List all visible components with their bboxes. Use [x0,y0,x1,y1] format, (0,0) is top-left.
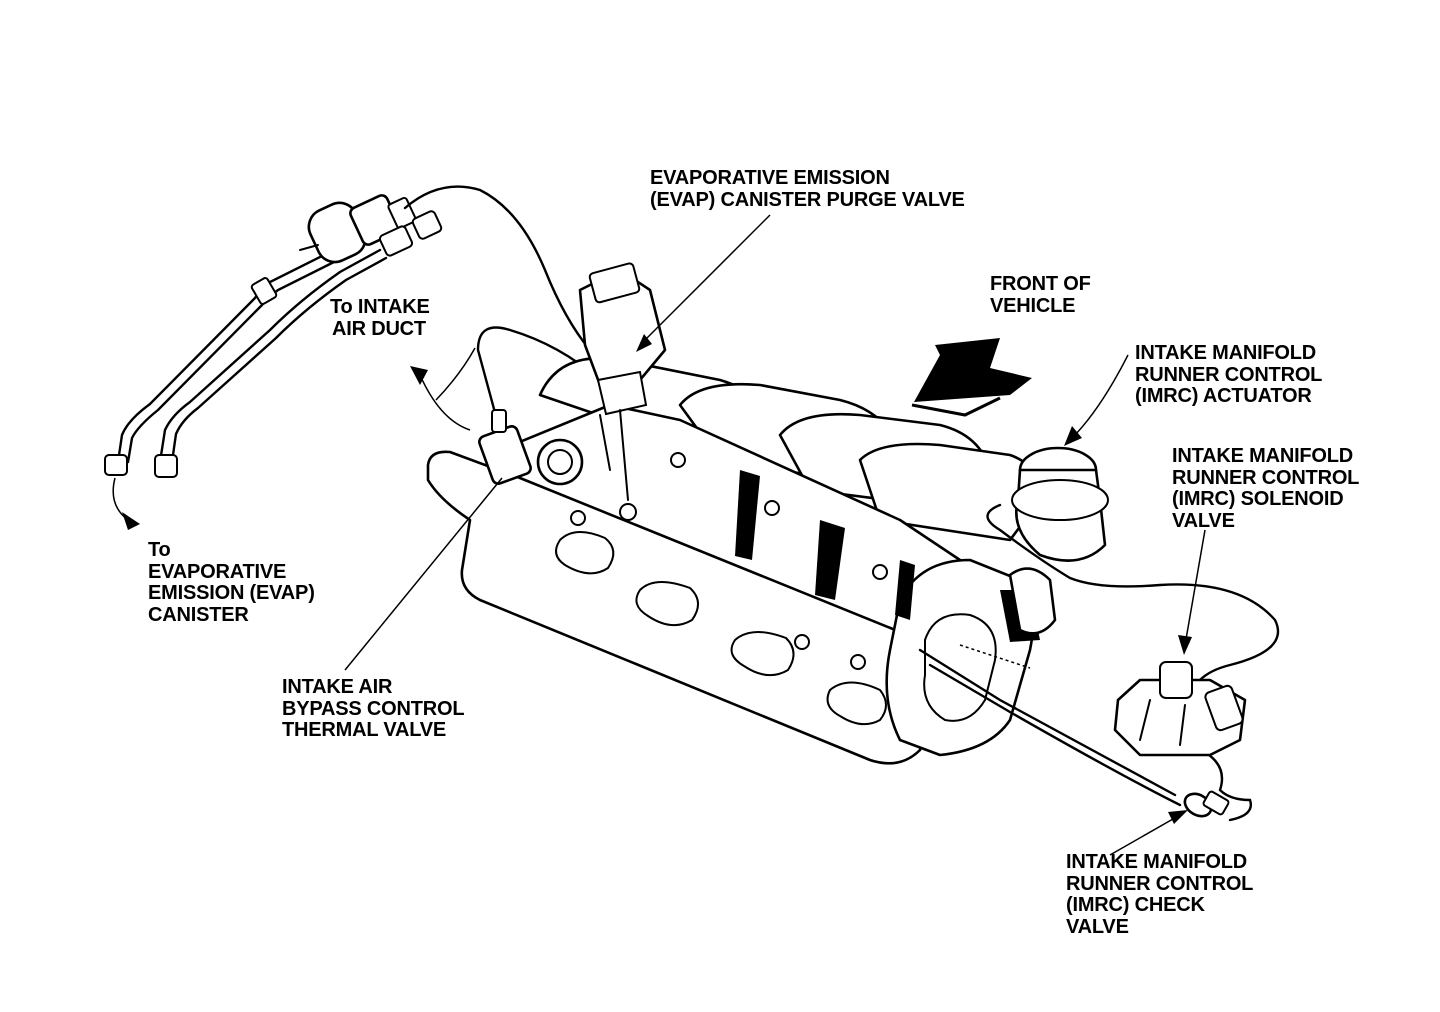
label-to-intake-air-duct: To INTAKE AIR DUCT [330,296,430,340]
imrc-actuator-part [1008,446,1109,635]
bypass-thermal-valve-part [478,409,584,486]
label-imrc-solenoid-valve: INTAKE MANIFOLD RUNNER CONTROL (IMRC) SO… [1172,445,1360,532]
label-to-evap-canister: To EVAPORATIVE EMISSION (EVAP) CANISTER [148,539,315,626]
label-imrc-actuator: INTAKE MANIFOLD RUNNER CONTROL (IMRC) AC… [1135,342,1323,407]
evap-hose-assembly [104,248,388,478]
evap-purge-valve-part [578,262,667,521]
leader-lines [344,214,1206,856]
label-evap-purge-valve: EVAPORATIVE EMISSION (EVAP) CANISTER PUR… [650,167,965,211]
label-bypass-thermal-valve: INTAKE AIR BYPASS CONTROL THERMAL VALVE [282,676,465,741]
intake-manifold [426,356,1042,765]
imrc-check-valve-part [1183,790,1230,818]
evap-purge-line [403,185,592,352]
imrc-solenoid-part [1113,661,1247,757]
imrc-vacuum-lines [918,503,1280,822]
front-of-vehicle-arrow-outline [911,396,1001,417]
label-front-of-vehicle: FRONT OF VEHICLE [990,273,1091,317]
evap-canister-arrow [112,477,140,530]
canister-filter [299,194,443,264]
label-imrc-check-valve: INTAKE MANIFOLD RUNNER CONTROL (IMRC) CH… [1066,851,1254,938]
front-of-vehicle-arrow [914,338,1032,402]
